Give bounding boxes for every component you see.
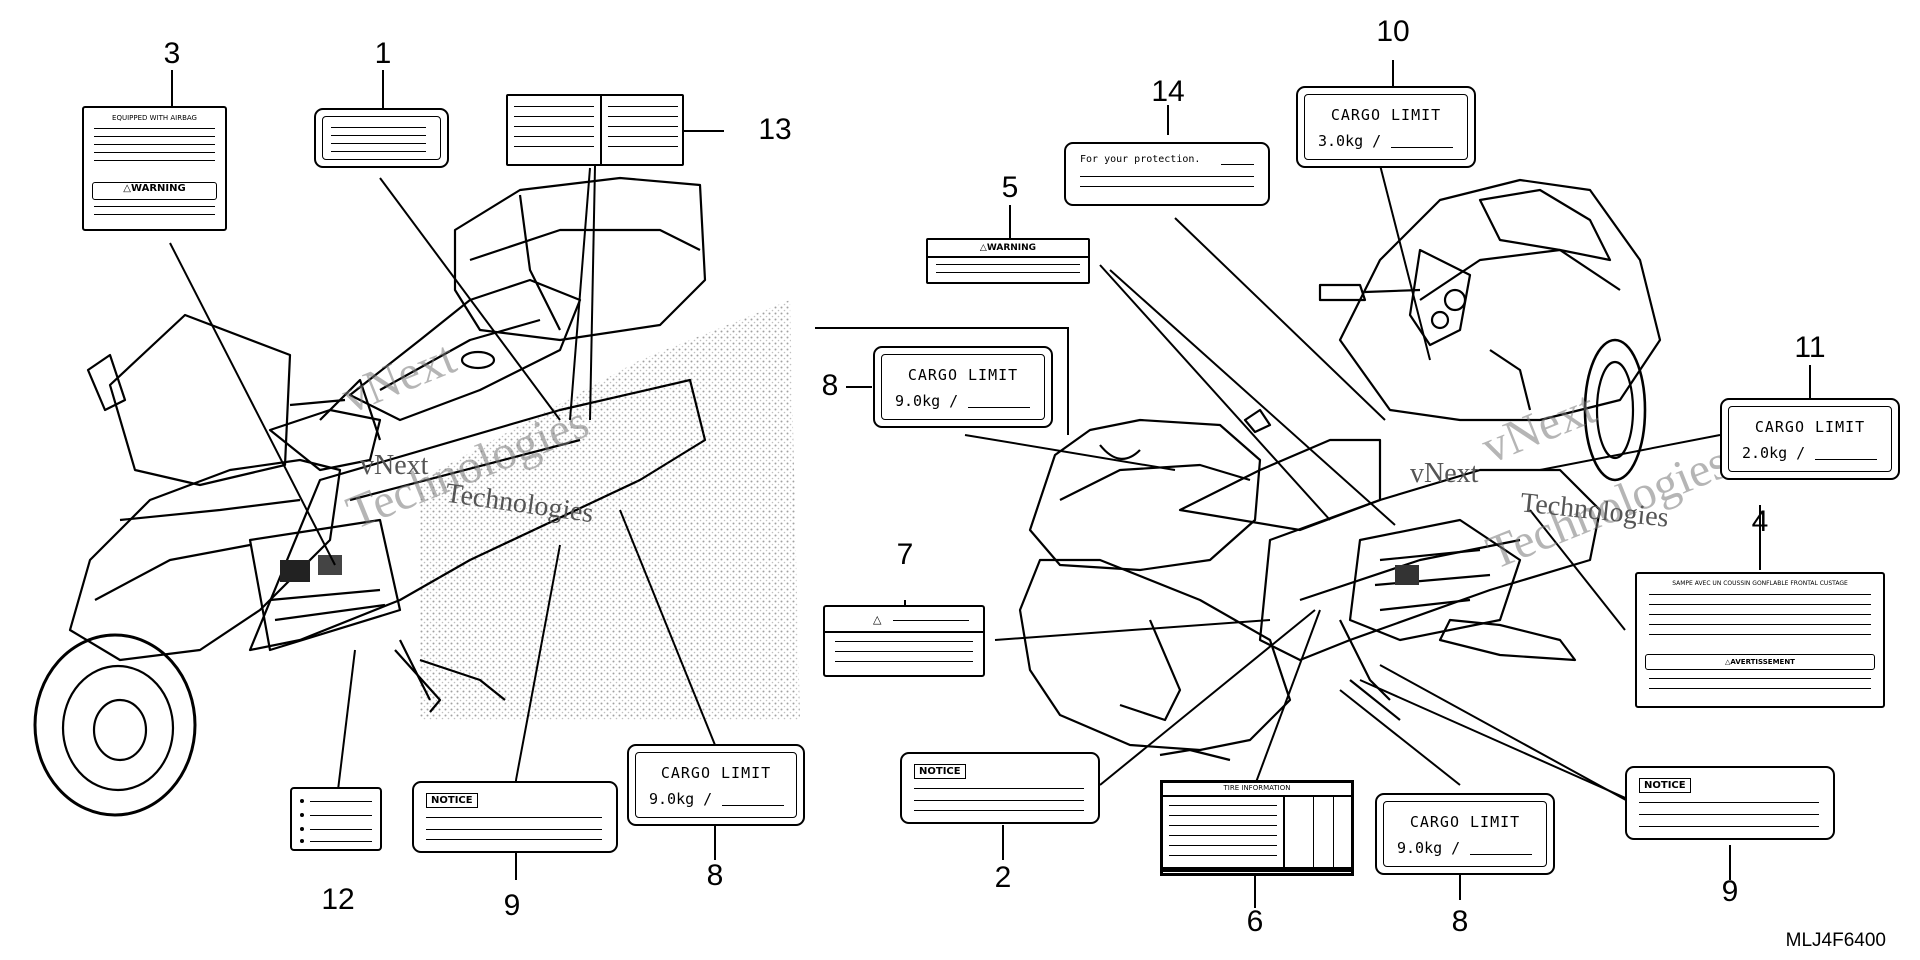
label-9-notice-left: NOTICE: [412, 781, 618, 853]
tire-info-title: TIRE INFORMATION: [1223, 784, 1291, 792]
cargo-weight: 2.0kg /: [1742, 444, 1877, 462]
callout-6: 6: [1246, 905, 1264, 938]
label-1-plain: [314, 108, 449, 168]
callout-9-left: 9: [503, 889, 521, 922]
label-7-triangle: △: [823, 605, 985, 677]
callout-8-middle: 8: [821, 369, 839, 402]
label-6-tire-info: TIRE INFORMATION: [1160, 780, 1354, 876]
callout-13: 13: [758, 113, 792, 146]
label-8-cargo-right: CARGO LIMIT 9.0kg /: [1375, 793, 1555, 875]
notice-tag-right: NOTICE: [1639, 778, 1691, 793]
cargo-title: CARGO LIMIT: [1330, 106, 1442, 124]
callout-8-right: 8: [1451, 905, 1469, 938]
cargo-weight: 9.0kg /: [1397, 839, 1532, 857]
warning-text-5: △WARNING: [979, 243, 1037, 253]
label-4-avertissement: SAMPE AVEC UN COUSSIN GONFLABLE FRONTAL …: [1635, 572, 1885, 708]
label-11-cargo: CARGO LIMIT 2.0kg /: [1720, 398, 1900, 480]
callout-7: 7: [896, 538, 914, 571]
callout-3: 3: [163, 37, 181, 70]
callout-2: 2: [994, 861, 1012, 894]
cargo-weight: 3.0kg /: [1318, 132, 1453, 150]
cargo-title: CARGO LIMIT: [1409, 813, 1521, 831]
callout-5: 5: [1001, 171, 1019, 204]
label-3-airbag: EQUIPPED WITH AIRBAG △WARNING: [82, 106, 227, 231]
label-5-warning: △WARNING: [926, 238, 1090, 284]
french-title: SAMPE AVEC UN COUSSIN GONFLABLE FRONTAL …: [1672, 580, 1848, 587]
callout-1: 1: [374, 37, 392, 70]
triangle-mark: △: [873, 613, 882, 626]
callout-10: 10: [1376, 15, 1410, 48]
label-10-cargo: CARGO LIMIT 3.0kg /: [1296, 86, 1476, 168]
label-8-cargo-left-bottom: CARGO LIMIT 9.0kg /: [627, 744, 805, 826]
right-motorcycle: [1018, 178, 1662, 762]
avertissement-bar: △AVERTISSEMENT: [1645, 654, 1875, 670]
cargo-title: CARGO LIMIT: [660, 764, 772, 782]
callout-9-right: 9: [1721, 875, 1739, 908]
notice-tag-left: NOTICE: [426, 793, 478, 808]
cargo-weight: 9.0kg /: [649, 790, 784, 808]
label-2-notice: NOTICE: [900, 752, 1100, 824]
protection-text: For your protection.: [1080, 154, 1201, 165]
notice-tag-2: NOTICE: [914, 764, 966, 779]
callout-11: 11: [1794, 331, 1826, 364]
left-bike-shadow: [420, 300, 800, 720]
cargo-weight: 9.0kg /: [895, 392, 1030, 410]
callout-8-left: 8: [706, 859, 724, 892]
callout-14: 14: [1151, 75, 1185, 108]
diagram-code: MLJ4F6400: [1785, 930, 1886, 951]
callout-4: 4: [1751, 505, 1769, 538]
label-14-protection: For your protection.: [1064, 142, 1270, 206]
airbag-title: EQUIPPED WITH AIRBAG: [112, 114, 197, 122]
label-9-notice-right: NOTICE: [1625, 766, 1835, 840]
label-12-list: [290, 787, 382, 851]
callout-12: 12: [321, 883, 355, 916]
label-13-table: [506, 94, 684, 166]
label-8-cargo-middle: CARGO LIMIT 9.0kg /: [873, 346, 1053, 428]
warning-bar-3: △WARNING: [92, 182, 217, 200]
cargo-title: CARGO LIMIT: [1754, 418, 1866, 436]
leader-lines: [169, 60, 1811, 908]
cargo-title: CARGO LIMIT: [907, 366, 1019, 384]
